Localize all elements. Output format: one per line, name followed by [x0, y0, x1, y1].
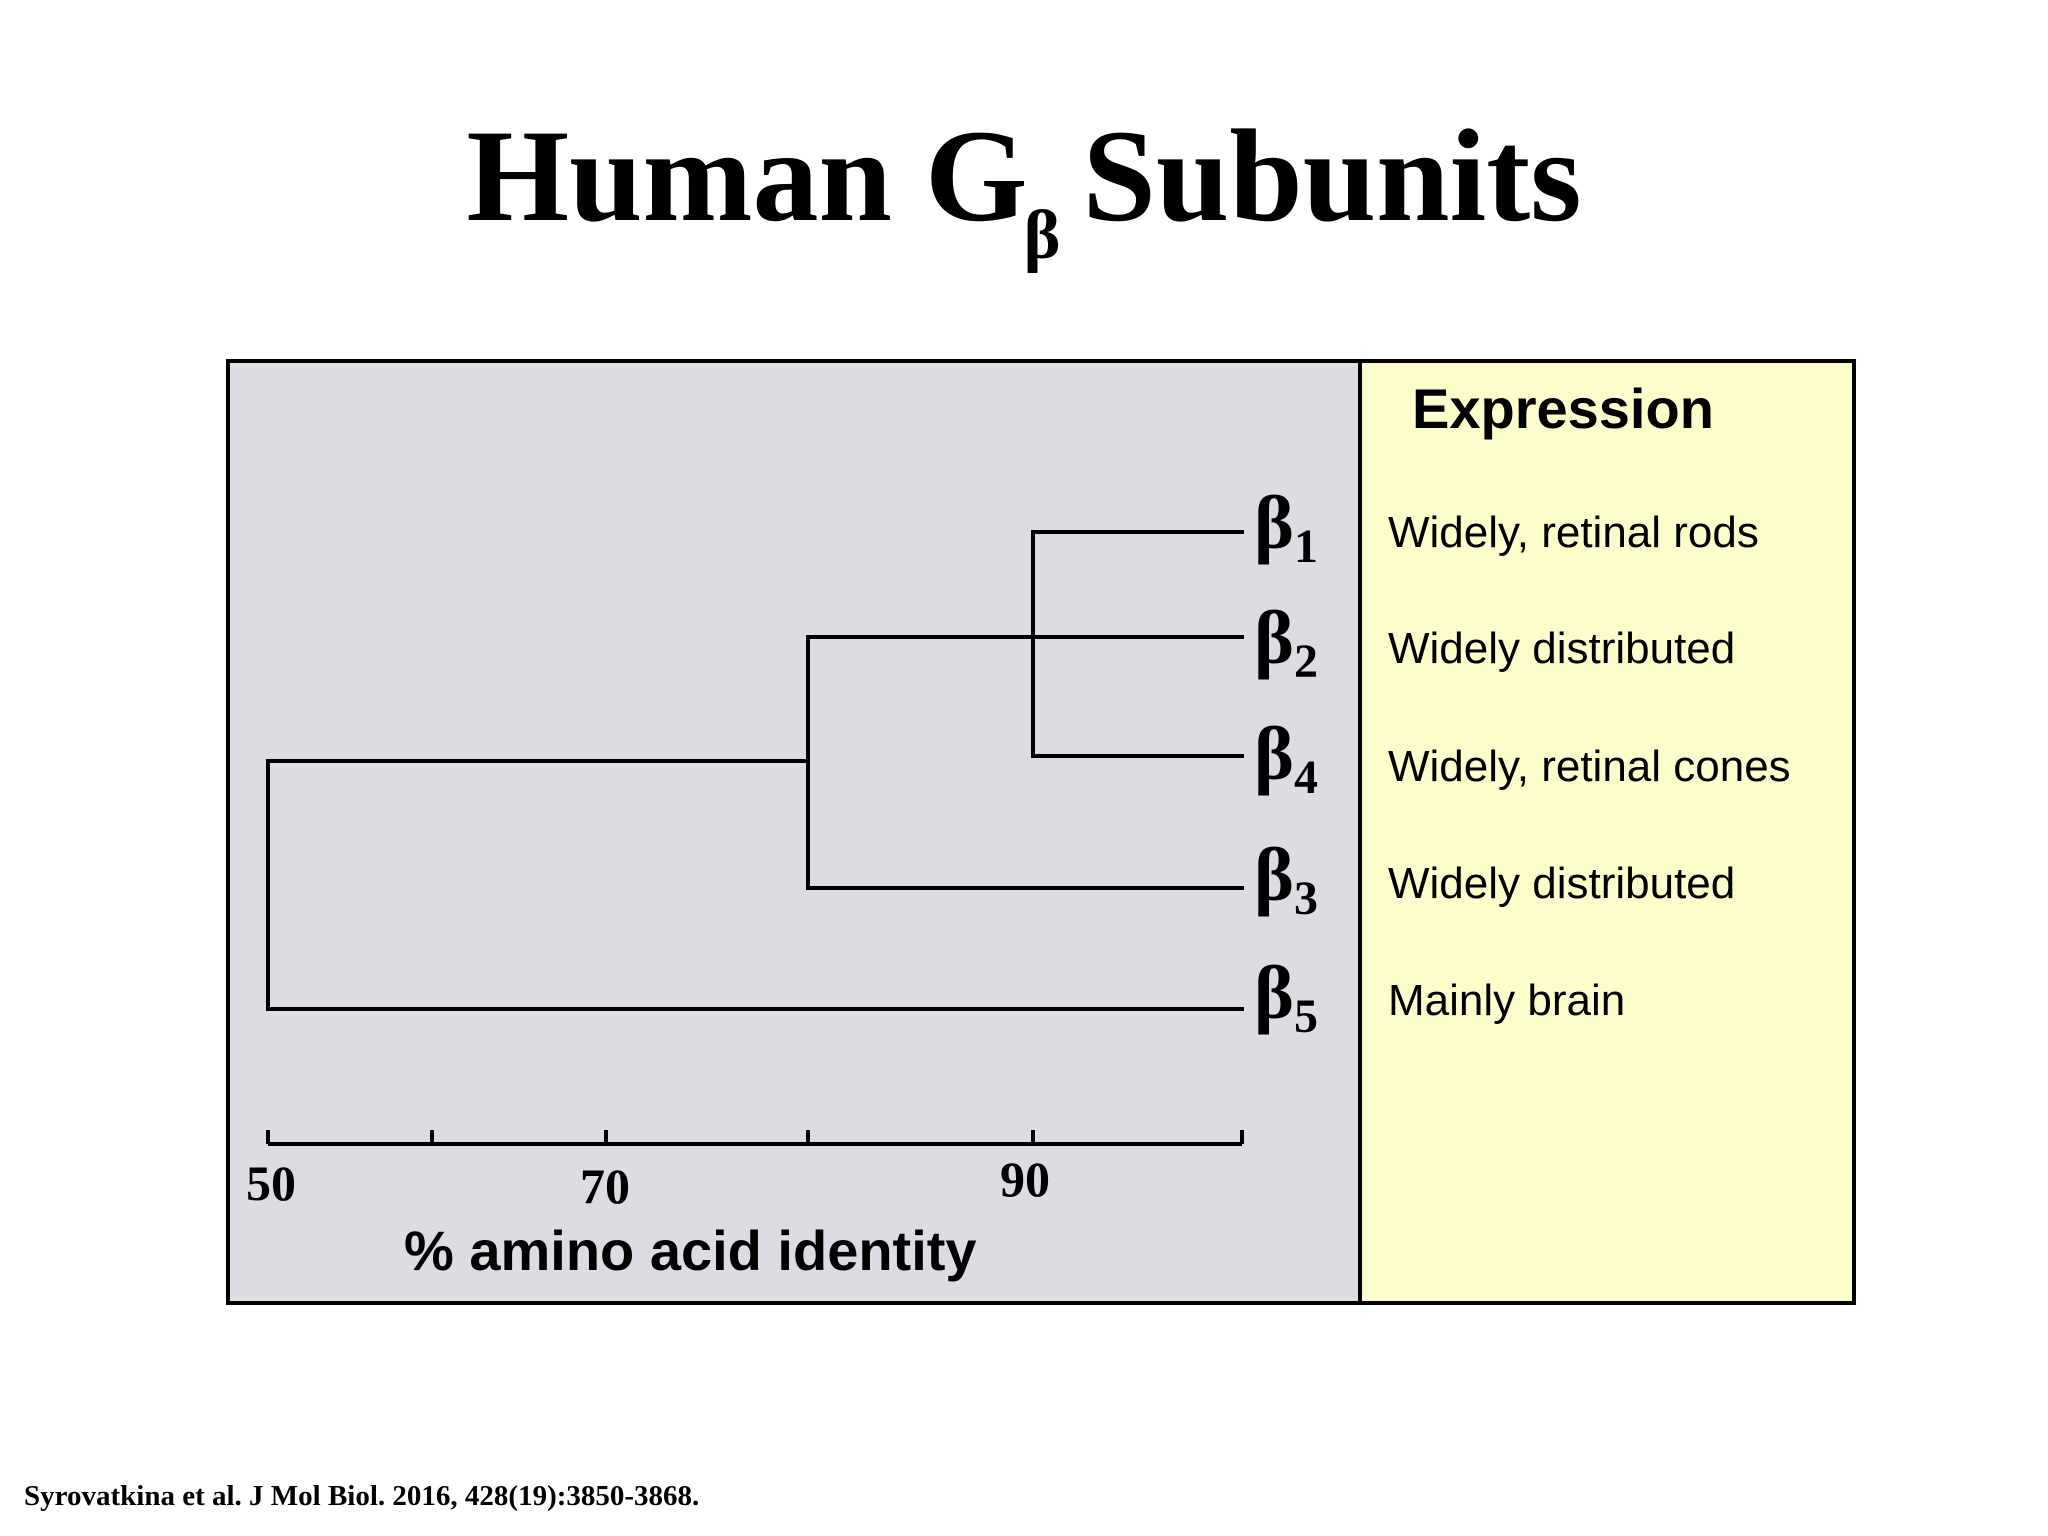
dendrogram	[266, 530, 1244, 1011]
leaf-beta2: β2	[1254, 596, 1318, 688]
title-subscript: β	[1023, 197, 1061, 274]
citation: Syrovatkina et al. J Mol Biol. 2016, 428…	[24, 1480, 700, 1512]
leaf-beta2-sub: 2	[1294, 635, 1318, 688]
expression-beta4: Widely, retinal cones	[1388, 742, 1791, 791]
leaf-beta1-sub: 1	[1294, 520, 1318, 573]
title-main: Human G	[466, 102, 1028, 249]
tick-label-50: 50	[246, 1155, 296, 1211]
leaf-beta3: β3	[1254, 833, 1318, 925]
expression-panel	[1358, 359, 1856, 1305]
expression-beta3: Widely distributed	[1388, 859, 1735, 908]
leaf-beta3-sub: 3	[1294, 872, 1318, 925]
expression-beta5: Mainly brain	[1388, 976, 1625, 1025]
title-rest: Subunits	[1082, 102, 1582, 249]
leaf-beta1: β1	[1254, 481, 1318, 573]
leaf-labels: β1 β2 β4 β3 β5	[1254, 481, 1318, 1043]
tree-panel	[226, 359, 1362, 1305]
leaf-beta5: β5	[1254, 951, 1318, 1043]
axis-label: % amino acid identity	[404, 1219, 977, 1282]
identity-axis	[266, 1130, 1244, 1146]
expression-beta1: Widely, retinal rods	[1388, 508, 1759, 557]
leaf-beta4-sub: 4	[1294, 751, 1318, 804]
expression-header: Expression	[1412, 377, 1714, 440]
tick-label-90: 90	[1000, 1151, 1050, 1207]
expression-list: Widely, retinal rods Widely distributed …	[1388, 508, 1791, 1025]
leaf-beta5-sub: 5	[1294, 990, 1318, 1043]
axis-tick-labels: 50 70 90	[246, 1151, 1050, 1214]
tick-label-70: 70	[580, 1158, 630, 1214]
leaf-beta4: β4	[1254, 712, 1318, 804]
expression-beta2: Widely distributed	[1388, 624, 1735, 673]
